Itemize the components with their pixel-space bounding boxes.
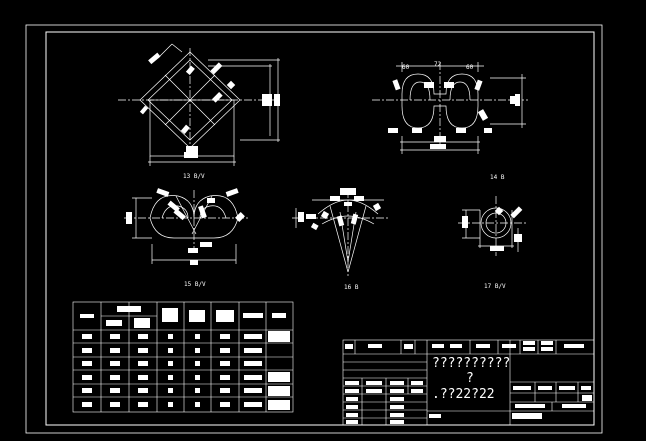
view-13-label: 13 B/V: [183, 173, 205, 180]
view-13-dim-tags: [139, 52, 280, 158]
view-15-dim-tags: [126, 188, 245, 265]
view-15: [124, 190, 248, 264]
title-block-line-3: .??22?22: [432, 387, 495, 402]
view-16-dim-tags: [298, 188, 382, 231]
view-14-dim-c: 60: [466, 64, 474, 71]
title-block-cells: [345, 341, 592, 424]
bom-table-cells: [80, 306, 290, 410]
bom-table: [72, 301, 294, 413]
view-17: [458, 196, 528, 256]
view-17-label: 17 B/V: [484, 283, 506, 290]
view-17-dim-tags: [462, 206, 523, 251]
view-14-dim-b: 72: [434, 61, 442, 68]
view-13: [118, 43, 282, 166]
title-block-line-2: ?: [466, 371, 474, 386]
title-block: [342, 339, 595, 426]
view-15-label: 15 B/V: [184, 281, 206, 288]
view-14-label: 14 B: [490, 174, 505, 181]
view-16: [292, 190, 388, 276]
title-block-line-1: ??????????: [432, 356, 510, 371]
view-14: [372, 62, 528, 154]
sheet-border: [25, 24, 603, 434]
view-14-dim-tags: [388, 79, 520, 149]
view-16-label: 16 B: [344, 284, 359, 291]
view-14-dim-a: 60: [402, 64, 410, 71]
